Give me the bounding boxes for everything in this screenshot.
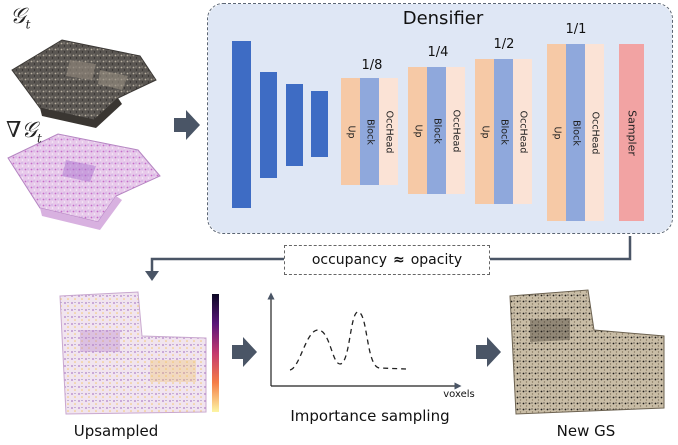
gt-label: 𝒢t <box>10 4 31 32</box>
occhead-1-8: OccHead <box>379 78 398 185</box>
scale-label-1-2: 1/2 <box>493 37 515 52</box>
to-sampling-arrow <box>232 337 257 367</box>
approx-symbol: ≈ <box>393 252 405 268</box>
encoder-block-1 <box>232 41 251 208</box>
conv-block-1-2: Block <box>494 59 513 204</box>
sampler-block: Sampler <box>619 44 644 221</box>
upsampled-label: Upsampled <box>73 422 159 440</box>
up-block-1-2: Up <box>475 59 494 204</box>
up-block-1-1: Up <box>547 44 566 221</box>
encoder-block-2 <box>260 72 277 178</box>
to-newgs-arrow <box>476 337 501 367</box>
conv-block-1-1: Block <box>566 44 585 221</box>
occupancy-text: occupancy <box>311 252 387 268</box>
opacity-text: opacity <box>410 252 463 268</box>
upsampled-point-cloud <box>59 291 207 415</box>
return-arrowhead <box>145 271 159 281</box>
up-block-1-4: Up <box>408 67 427 194</box>
up-block-1-8: Up <box>341 78 360 185</box>
new-gs-point-cloud <box>509 289 665 415</box>
grad-gt-point-cloud <box>7 133 161 230</box>
encoder-block-4 <box>311 91 328 157</box>
colorbar <box>212 294 219 412</box>
input-arrow <box>174 110 200 140</box>
new-gs-label: New GS <box>556 422 616 440</box>
axis-label-voxels: voxels <box>443 389 475 400</box>
importance-plot <box>267 292 462 390</box>
densifier-title: Densifier <box>402 8 484 29</box>
occupancy-opacity-box: occupancy ≈ opacity <box>284 245 490 275</box>
importance-sampling-label: Importance sampling <box>290 407 450 425</box>
occhead-1-4: OccHead <box>446 67 465 194</box>
scale-label-1-8: 1/8 <box>361 58 383 73</box>
scale-label-1-1: 1/1 <box>565 22 587 37</box>
conv-block-1-4: Block <box>427 67 446 194</box>
occhead-1-2: OccHead <box>513 59 532 204</box>
scale-label-1-4: 1/4 <box>427 45 449 60</box>
occhead-1-1: OccHead <box>585 44 604 221</box>
grad-gt-label: ∇𝒢t <box>6 118 42 146</box>
conv-block-1-8: Block <box>360 78 379 185</box>
encoder-block-3 <box>286 84 303 166</box>
gt-point-cloud <box>11 39 157 128</box>
